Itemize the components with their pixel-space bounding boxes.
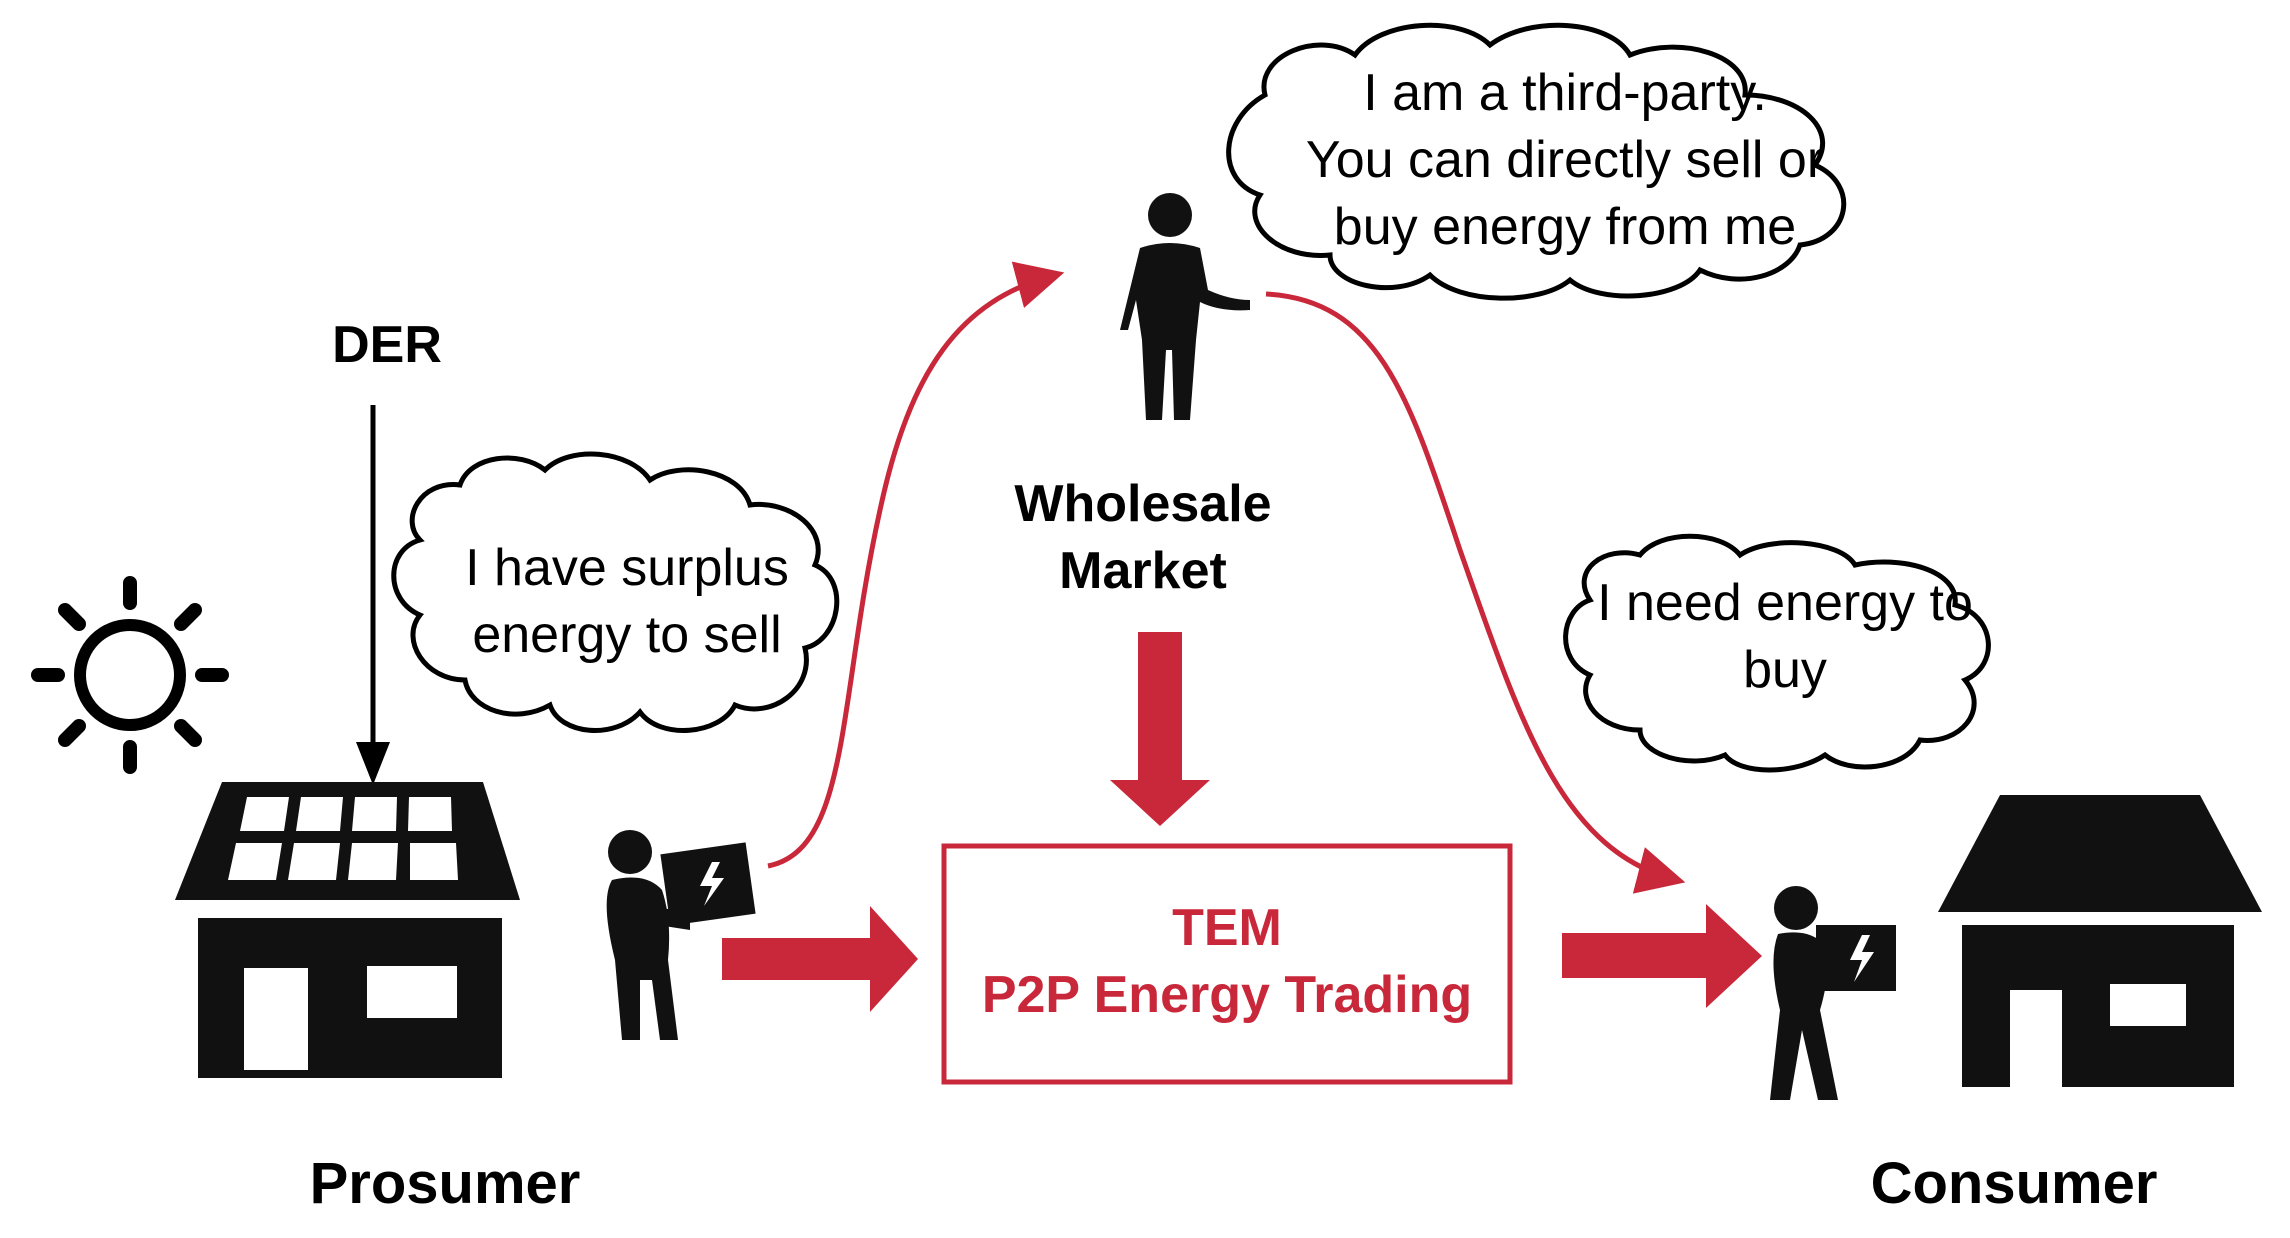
market-to-consumer-curve: [1265, 291, 1686, 894]
prosumer-thought-line2: energy to sell: [472, 606, 781, 664]
prosumer-label: Prosumer: [310, 1151, 581, 1216]
prosumer-to-market-curve: [767, 261, 1065, 869]
wholesale-market-label-line1: Wholesale: [1014, 475, 1271, 533]
consumer-thought-line1: I need energy to: [1597, 574, 1973, 632]
prosumer-thought-line1: I have surplus: [465, 539, 789, 597]
tem-box-line2: P2P Energy Trading: [982, 966, 1472, 1024]
market-to-tem-arrow: [1110, 632, 1210, 826]
consumer-label: Consumer: [1871, 1151, 2158, 1216]
prosumer-carrier-icon: [606, 830, 756, 1040]
prosumer-thought-bubble: I have surplus energy to sell: [391, 451, 840, 733]
market-thought-line3: buy energy from me: [1334, 198, 1796, 256]
tem-box: [941, 843, 1513, 1085]
market-thought-bubble: I am a third-party. You can directly sel…: [1226, 22, 1847, 301]
market-thought-line1: I am a third-party.: [1363, 64, 1767, 122]
house-icon: [1938, 795, 2262, 1087]
tem-box-line1: TEM: [1172, 899, 1282, 957]
wholesale-market-label-line2: Market: [1059, 542, 1227, 600]
prosumer-to-tem-arrow: [722, 906, 918, 1012]
der-label: DER: [332, 316, 442, 374]
market-thought-line2: You can directly sell or: [1306, 131, 1824, 189]
consumer-thought-line2: buy: [1743, 641, 1827, 699]
consumer-thought-bubble: I need energy to buy: [1563, 533, 1991, 773]
tem-to-consumer-arrow: [1562, 904, 1762, 1008]
der-arrow: [356, 405, 390, 785]
sun-icon: [31, 576, 229, 774]
consumer-carrier-icon: [1770, 886, 1896, 1100]
house-with-solar-panels-icon: [103, 782, 520, 1078]
person-icon: [1120, 193, 1250, 420]
